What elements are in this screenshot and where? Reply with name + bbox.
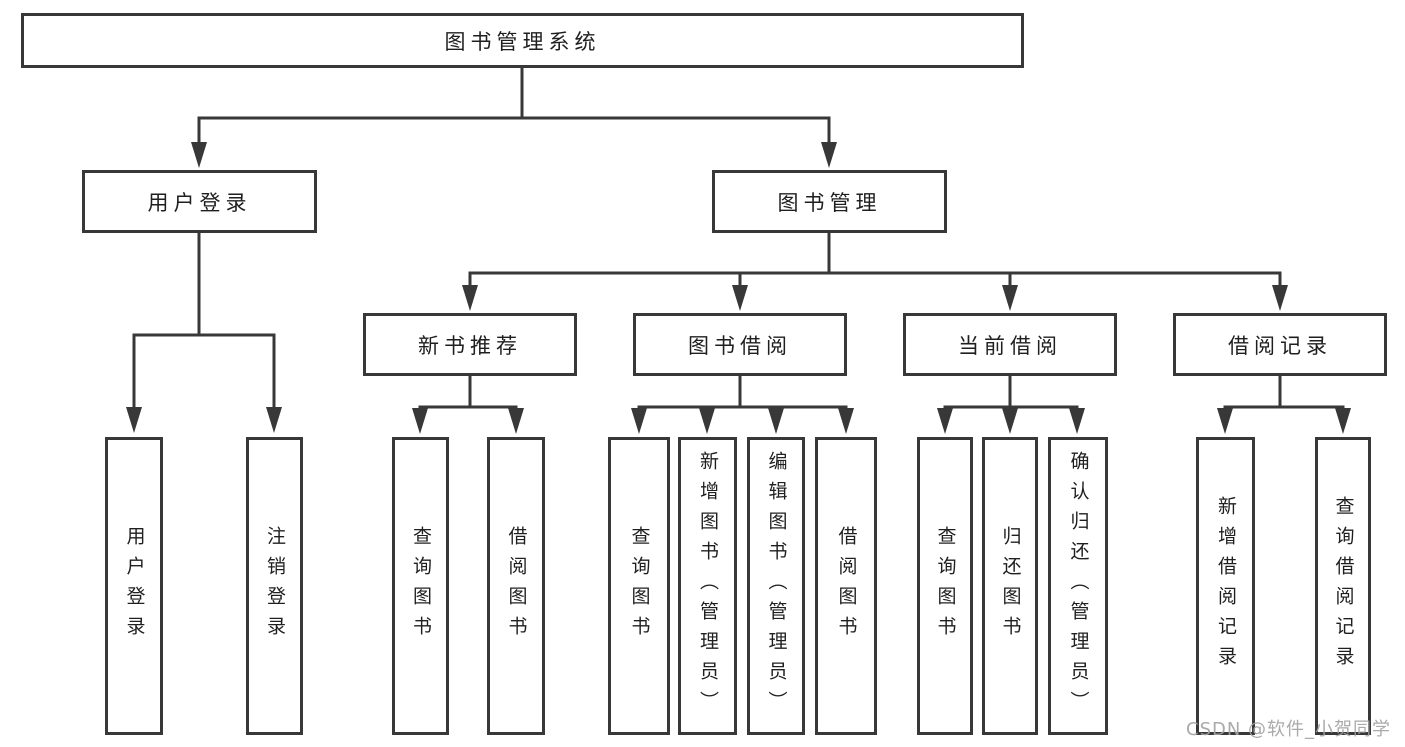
node-book-management: 图书管理 <box>712 170 947 233</box>
node-borrow-books-borrowing: 借阅图书 <box>815 437 877 735</box>
csdn-watermark: CSDN @软件_小贺同学 <box>1186 719 1392 740</box>
node-root: 图书管理系统 <box>21 13 1024 68</box>
node-query-books-current-label: 查询图书 <box>934 526 957 646</box>
node-current-borrowing-label: 当前借阅 <box>958 333 1062 358</box>
node-add-books-admin: 新增图书（管理员） <box>678 437 737 735</box>
node-user-login: 用户登录 <box>82 170 317 233</box>
node-book-borrowing: 图书借阅 <box>633 313 847 376</box>
node-book-borrowing-label: 图书借阅 <box>688 333 792 358</box>
node-logout-action: 注销登录 <box>246 437 303 735</box>
node-borrowing-records: 借阅记录 <box>1173 313 1387 376</box>
node-borrowing-records-label: 借阅记录 <box>1228 333 1332 358</box>
node-user-login-action-label: 用户登录 <box>123 526 146 646</box>
node-new-book-recommend-label: 新书推荐 <box>418 333 522 358</box>
node-query-books-recommend-label: 查询图书 <box>410 526 432 646</box>
node-return-books-label: 归还图书 <box>999 526 1022 646</box>
node-user-login-label: 用户登录 <box>147 190 252 215</box>
node-edit-books-admin-label: 编辑图书（管理员） <box>765 451 788 721</box>
node-query-books-borrowing-label: 查询图书 <box>628 526 651 646</box>
node-query-borrow-record: 查询借阅记录 <box>1315 437 1371 735</box>
node-add-books-admin-label: 新增图书（管理员） <box>697 451 719 721</box>
node-query-borrow-record-label: 查询借阅记录 <box>1332 496 1355 676</box>
node-confirm-return-admin: 确认归还（管理员） <box>1048 437 1108 735</box>
node-logout-action-label: 注销登录 <box>264 526 286 646</box>
node-root-label: 图书管理系统 <box>444 29 601 54</box>
node-edit-books-admin: 编辑图书（管理员） <box>747 437 805 735</box>
node-user-login-action: 用户登录 <box>105 437 163 735</box>
node-book-management-label: 图书管理 <box>777 190 882 215</box>
node-query-books-recommend: 查询图书 <box>392 437 449 735</box>
node-new-book-recommend: 新书推荐 <box>363 313 577 376</box>
node-return-books: 归还图书 <box>982 437 1038 735</box>
node-query-books-borrowing: 查询图书 <box>608 437 670 735</box>
node-borrow-books-recommend: 借阅图书 <box>487 437 545 735</box>
node-borrow-books-recommend-label: 借阅图书 <box>505 526 528 646</box>
node-borrow-books-borrowing-label: 借阅图书 <box>835 526 858 646</box>
node-current-borrowing: 当前借阅 <box>903 313 1117 376</box>
node-confirm-return-admin-label: 确认归还（管理员） <box>1067 451 1090 721</box>
node-add-borrow-record: 新增借阅记录 <box>1196 437 1255 735</box>
node-query-books-current: 查询图书 <box>917 437 973 735</box>
node-add-borrow-record-label: 新增借阅记录 <box>1215 496 1237 676</box>
